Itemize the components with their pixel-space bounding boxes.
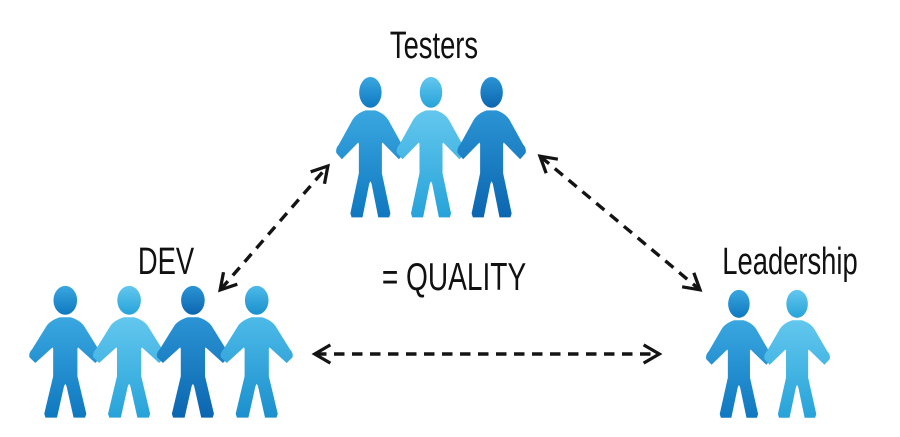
person-figure-dev-4 — [220, 285, 293, 418]
person-figure-dev-3 — [156, 285, 229, 418]
node-label-leadership: Leadership — [722, 241, 858, 283]
person-figure-testers-2 — [396, 77, 466, 218]
arrow-testers-leadership — [541, 157, 699, 289]
node-label-dev: DEV — [137, 241, 195, 283]
person-figure-leadership-1 — [706, 289, 772, 418]
person-figure-dev-1 — [29, 285, 102, 418]
person-figure-testers-3 — [457, 77, 526, 218]
quality-equation-label: = QUALITY — [381, 256, 527, 299]
testers-figures-group — [336, 77, 526, 218]
person-figure-testers-1 — [336, 77, 405, 218]
leadership-figures-group — [706, 289, 830, 418]
person-figure-dev-2 — [93, 285, 166, 418]
node-label-testers: Testers — [389, 25, 479, 67]
dev-figures-group — [29, 285, 293, 418]
person-figure-leadership-2 — [764, 289, 830, 418]
arrow-dev-testers — [221, 167, 327, 289]
